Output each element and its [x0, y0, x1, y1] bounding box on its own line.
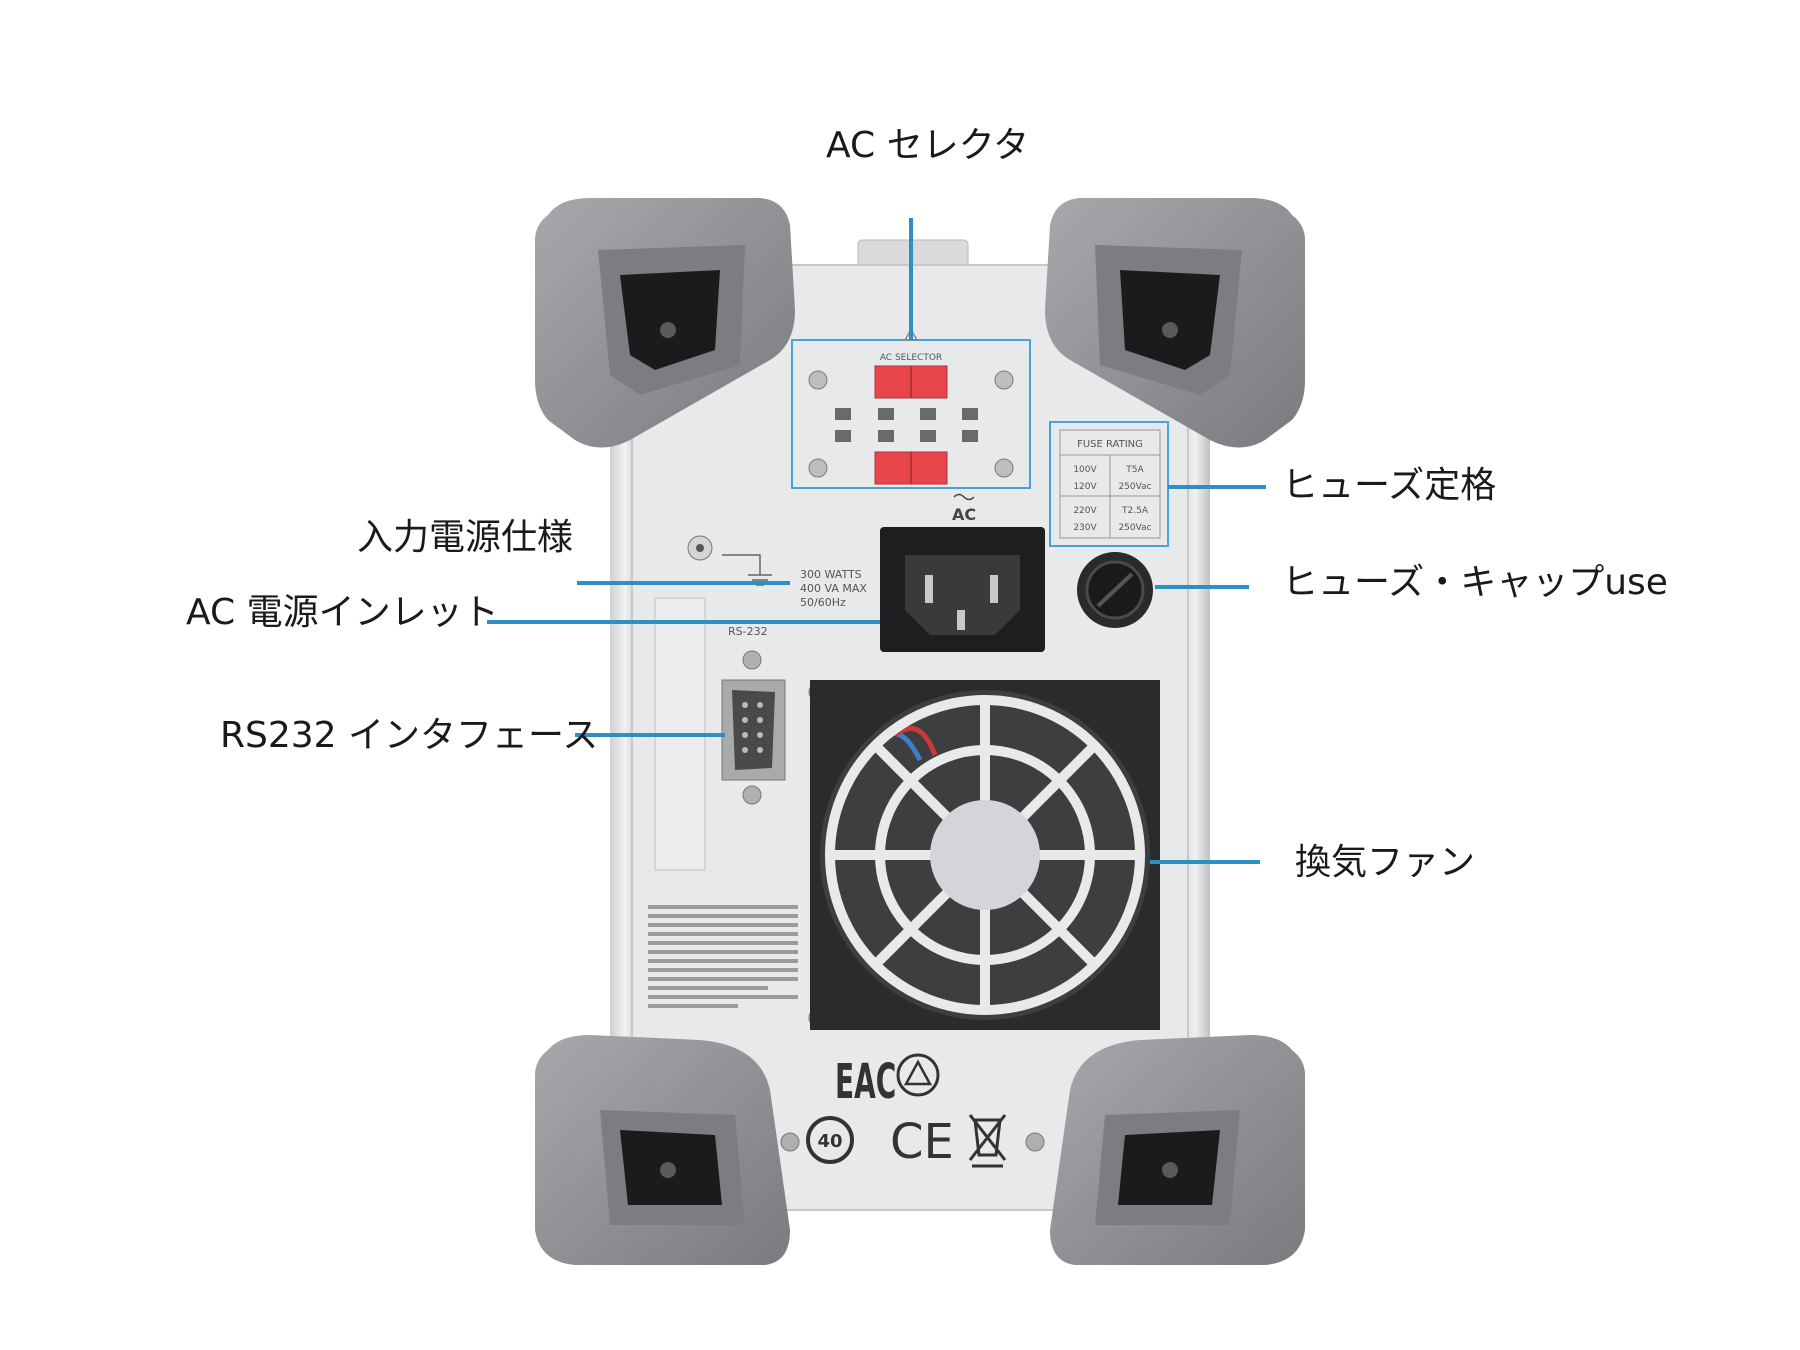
bumper-bottom-left	[535, 1035, 790, 1265]
rs232-connector	[721, 650, 786, 805]
fuse-cap	[1077, 552, 1153, 628]
eac-mark: EAC	[835, 1055, 896, 1110]
ac-power-inlet	[880, 527, 1045, 652]
rs232-panel-label: RS-232	[728, 625, 768, 638]
leader-fuse-cap	[1155, 585, 1249, 589]
ac-selector: AC SELECTOR	[791, 328, 1031, 489]
callout-rs232: RS232 インタフェース	[220, 715, 599, 756]
ac-selector-title: AC SELECTOR	[880, 353, 942, 363]
callout-input-power-spec: 入力電源仕様	[357, 517, 574, 558]
callout-fuse-cap: ヒューズ・キャップuse	[1282, 562, 1668, 603]
power-spec-line-1: 400 VA MAX	[800, 582, 867, 595]
leader-rs232	[575, 733, 725, 737]
leader-ac-selector	[909, 218, 913, 340]
bumper-top-left	[535, 198, 795, 448]
fuse-row-0-v: 100V	[1073, 465, 1097, 475]
power-spec-line-0: 300 WATTS	[800, 568, 862, 581]
leader-input-power	[577, 581, 790, 585]
fuse-row-1-a: 250Vac	[1118, 482, 1151, 492]
callout-fan: 換気ファン	[1295, 842, 1476, 883]
leader-fan	[1150, 860, 1260, 864]
ac-mark: AC	[952, 505, 976, 524]
fuse-row-1-v: 120V	[1073, 482, 1097, 492]
rohs-icon: 40	[806, 1116, 854, 1164]
leader-ac-inlet	[487, 620, 880, 624]
fuse-rating-table: FUSE RATING 100V T5A 120V 250Vac 220V T2…	[1049, 421, 1169, 547]
fuse-row-3-v: 230V	[1073, 523, 1097, 533]
rohs-number: 40	[817, 1131, 842, 1152]
power-spec-line-2: 50/60Hz	[800, 596, 846, 609]
bumper-bottom-right	[1050, 1035, 1305, 1265]
fuse-row-3-a: 250Vac	[1118, 523, 1151, 533]
fuse-table-header: FUSE RATING	[1077, 439, 1143, 450]
fuse-row-2-v: 220V	[1073, 506, 1097, 516]
bumper-top-right	[1045, 198, 1305, 448]
leader-fuse-rating	[1168, 485, 1266, 489]
callout-ac-selector: AC セレクタ	[826, 125, 1030, 166]
callout-fuse-rating: ヒューズ定格	[1282, 465, 1497, 506]
cooling-fan	[808, 680, 1160, 1030]
callout-ac-inlet: AC 電源インレット	[186, 592, 499, 633]
test-mark-icon	[896, 1053, 940, 1097]
ce-mark: CE	[890, 1114, 954, 1170]
weee-bin-icon	[968, 1114, 1007, 1168]
fuse-row-2-a: T2.5A	[1121, 506, 1149, 516]
fuse-row-0-a: T5A	[1125, 465, 1144, 475]
